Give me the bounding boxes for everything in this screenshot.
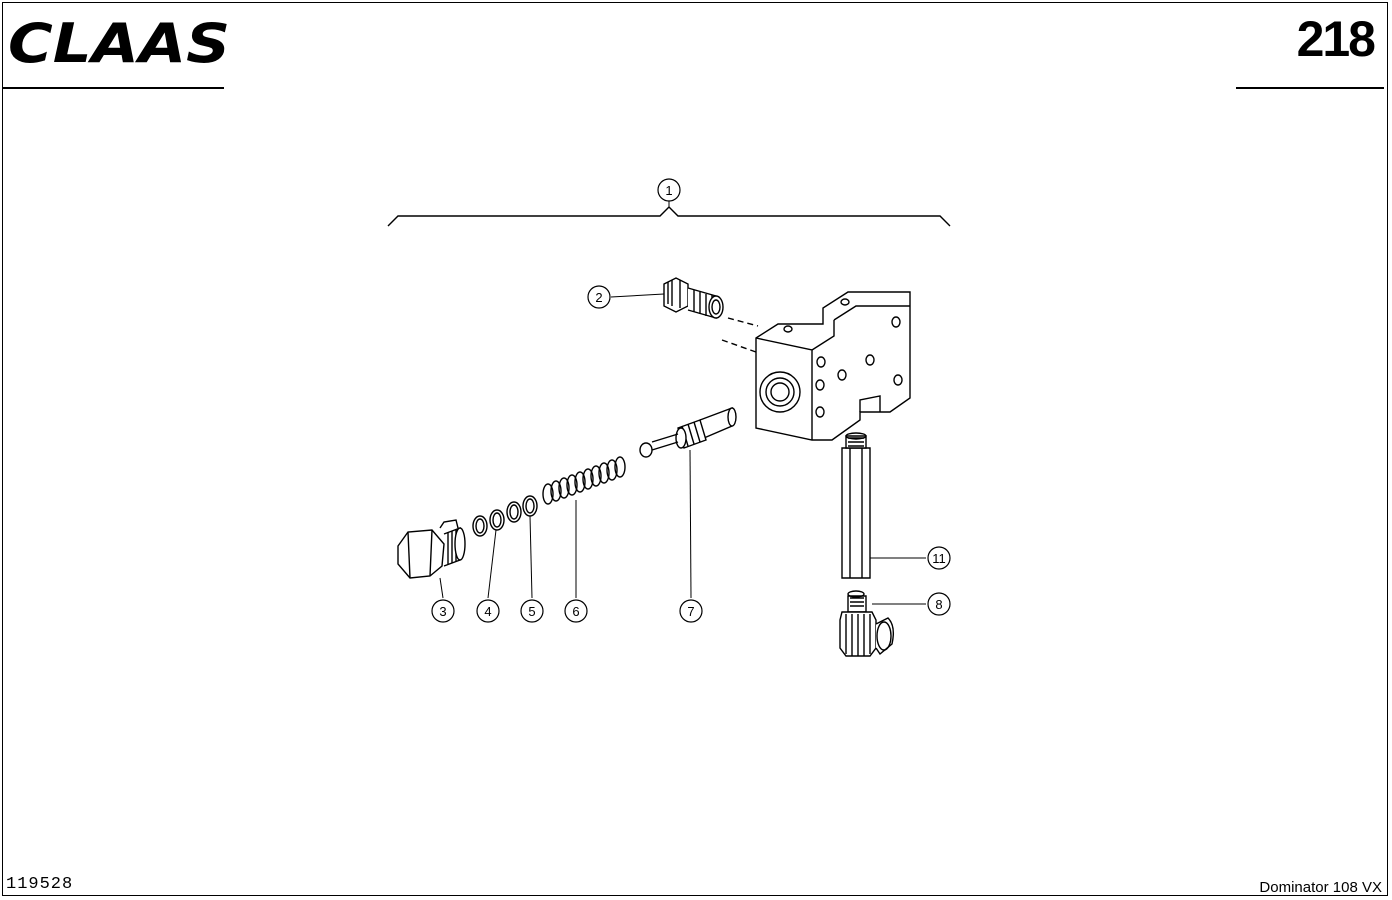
leader-lines (439, 200, 926, 605)
callout-circle-2 (587, 285, 611, 309)
model-name: Dominator 108 VX (1259, 879, 1382, 896)
callout-label-2: 2 (595, 290, 602, 305)
callout-circle-4 (476, 599, 500, 623)
plug-screw (397, 519, 466, 579)
callout-circles (431, 178, 951, 623)
assembly-bracket (387, 206, 951, 227)
callout-label-4: 4 (484, 604, 491, 619)
callout-circle-7 (679, 599, 703, 623)
elbow-fitting (839, 590, 895, 657)
svg-text:CLAAS: CLAAS (8, 18, 230, 68)
callout-label-7: 7 (687, 604, 694, 619)
callout-circle-3 (431, 599, 455, 623)
valve-piston (639, 406, 737, 458)
callout-circle-8 (927, 592, 951, 616)
callout-label-5: 5 (528, 604, 535, 619)
page-number-underline (1236, 87, 1384, 89)
union-fitting (663, 277, 724, 319)
callout-label-1: 1 (665, 183, 672, 198)
callout-label-3: 3 (439, 604, 446, 619)
valve-block (721, 291, 911, 441)
callout-label-8: 8 (935, 597, 942, 612)
callout-label-11: 11 (932, 551, 946, 566)
washer-rings (472, 495, 538, 537)
compression-spring (542, 456, 626, 505)
callout-circle-1 (657, 178, 681, 202)
callout-label-6: 6 (572, 604, 579, 619)
claas-logo: CLAAS (8, 18, 230, 68)
callout-circle-6 (564, 599, 588, 623)
drawing-id: 119528 (6, 875, 74, 894)
spacer-tube (841, 432, 871, 579)
logo-underline (2, 87, 224, 89)
page-number: 218 (1296, 11, 1376, 67)
callout-circle-11 (927, 546, 951, 570)
callout-circle-5 (520, 599, 544, 623)
